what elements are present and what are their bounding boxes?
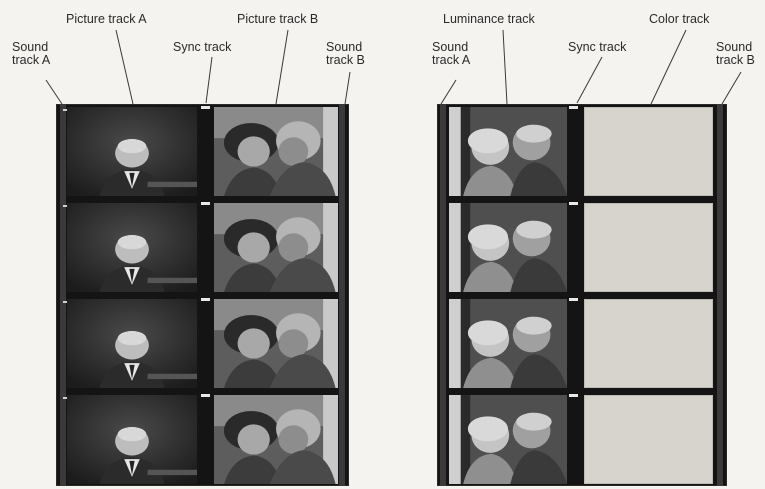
right-luminance-frame: [449, 299, 567, 388]
left-picture-track-b-label: Picture track B: [237, 13, 318, 26]
right-sync-mark: [569, 106, 578, 109]
left-sound-mark: [63, 205, 67, 207]
right-sound-track-b-label: Sound track B: [716, 41, 755, 67]
leader-right-sync: [577, 57, 602, 103]
leader-right-sound-a: [441, 80, 456, 104]
left-sync-mark: [201, 106, 210, 109]
left-picture-a-frame: [67, 107, 197, 196]
right-sync-mark: [569, 394, 578, 397]
left-sound-track-b-label: Sound track B: [326, 41, 365, 67]
right-sound-track-a: [440, 104, 446, 486]
right-color-frame: [584, 107, 713, 196]
left-picture-b-frame: [214, 107, 338, 196]
right-luminance-frame: [449, 107, 567, 196]
leader-left-sound-b: [345, 72, 350, 104]
leader-left-sound-a: [46, 80, 62, 104]
right-sync-mark: [569, 202, 578, 205]
leader-left-sync: [206, 57, 212, 103]
right-color-frame: [584, 299, 713, 388]
right-luminance-track-label: Luminance track: [443, 13, 535, 26]
left-sound-mark: [63, 397, 67, 399]
left-picture-b-frame: [214, 395, 338, 484]
left-sound-mark: [63, 109, 67, 111]
leader-left-picture-b: [276, 30, 288, 104]
left-sync-mark: [201, 394, 210, 397]
left-sync-track-label: Sync track: [173, 41, 231, 54]
left-picture-b-frame: [214, 299, 338, 388]
right-luminance-frame: [449, 203, 567, 292]
left-picture-a-frame: [67, 395, 197, 484]
right-luminance-frame: [449, 395, 567, 484]
left-sound-track-b: [339, 104, 345, 486]
left-sound-track-a-label: Sound track A: [12, 41, 50, 67]
left-picture-a-frame: [67, 299, 197, 388]
leader-left-picture-a: [116, 30, 133, 104]
right-sound-track-b: [717, 104, 723, 486]
leader-right-color: [651, 30, 686, 104]
left-picture-track-a-label: Picture track A: [66, 13, 147, 26]
left-sound-track-a: [60, 104, 66, 486]
left-sync-mark: [201, 202, 210, 205]
right-sound-track-a-label: Sound track A: [432, 41, 470, 67]
left-sound-mark: [63, 301, 67, 303]
leader-right-luminance: [503, 30, 507, 104]
left-picture-a-frame: [67, 203, 197, 292]
right-color-frame: [584, 395, 713, 484]
right-color-frame: [584, 203, 713, 292]
right-sync-track-label: Sync track: [568, 41, 626, 54]
left-picture-b-frame: [214, 203, 338, 292]
right-color-track-label: Color track: [649, 13, 709, 26]
leader-right-sound-b: [722, 72, 741, 104]
left-sync-mark: [201, 298, 210, 301]
right-sync-mark: [569, 298, 578, 301]
